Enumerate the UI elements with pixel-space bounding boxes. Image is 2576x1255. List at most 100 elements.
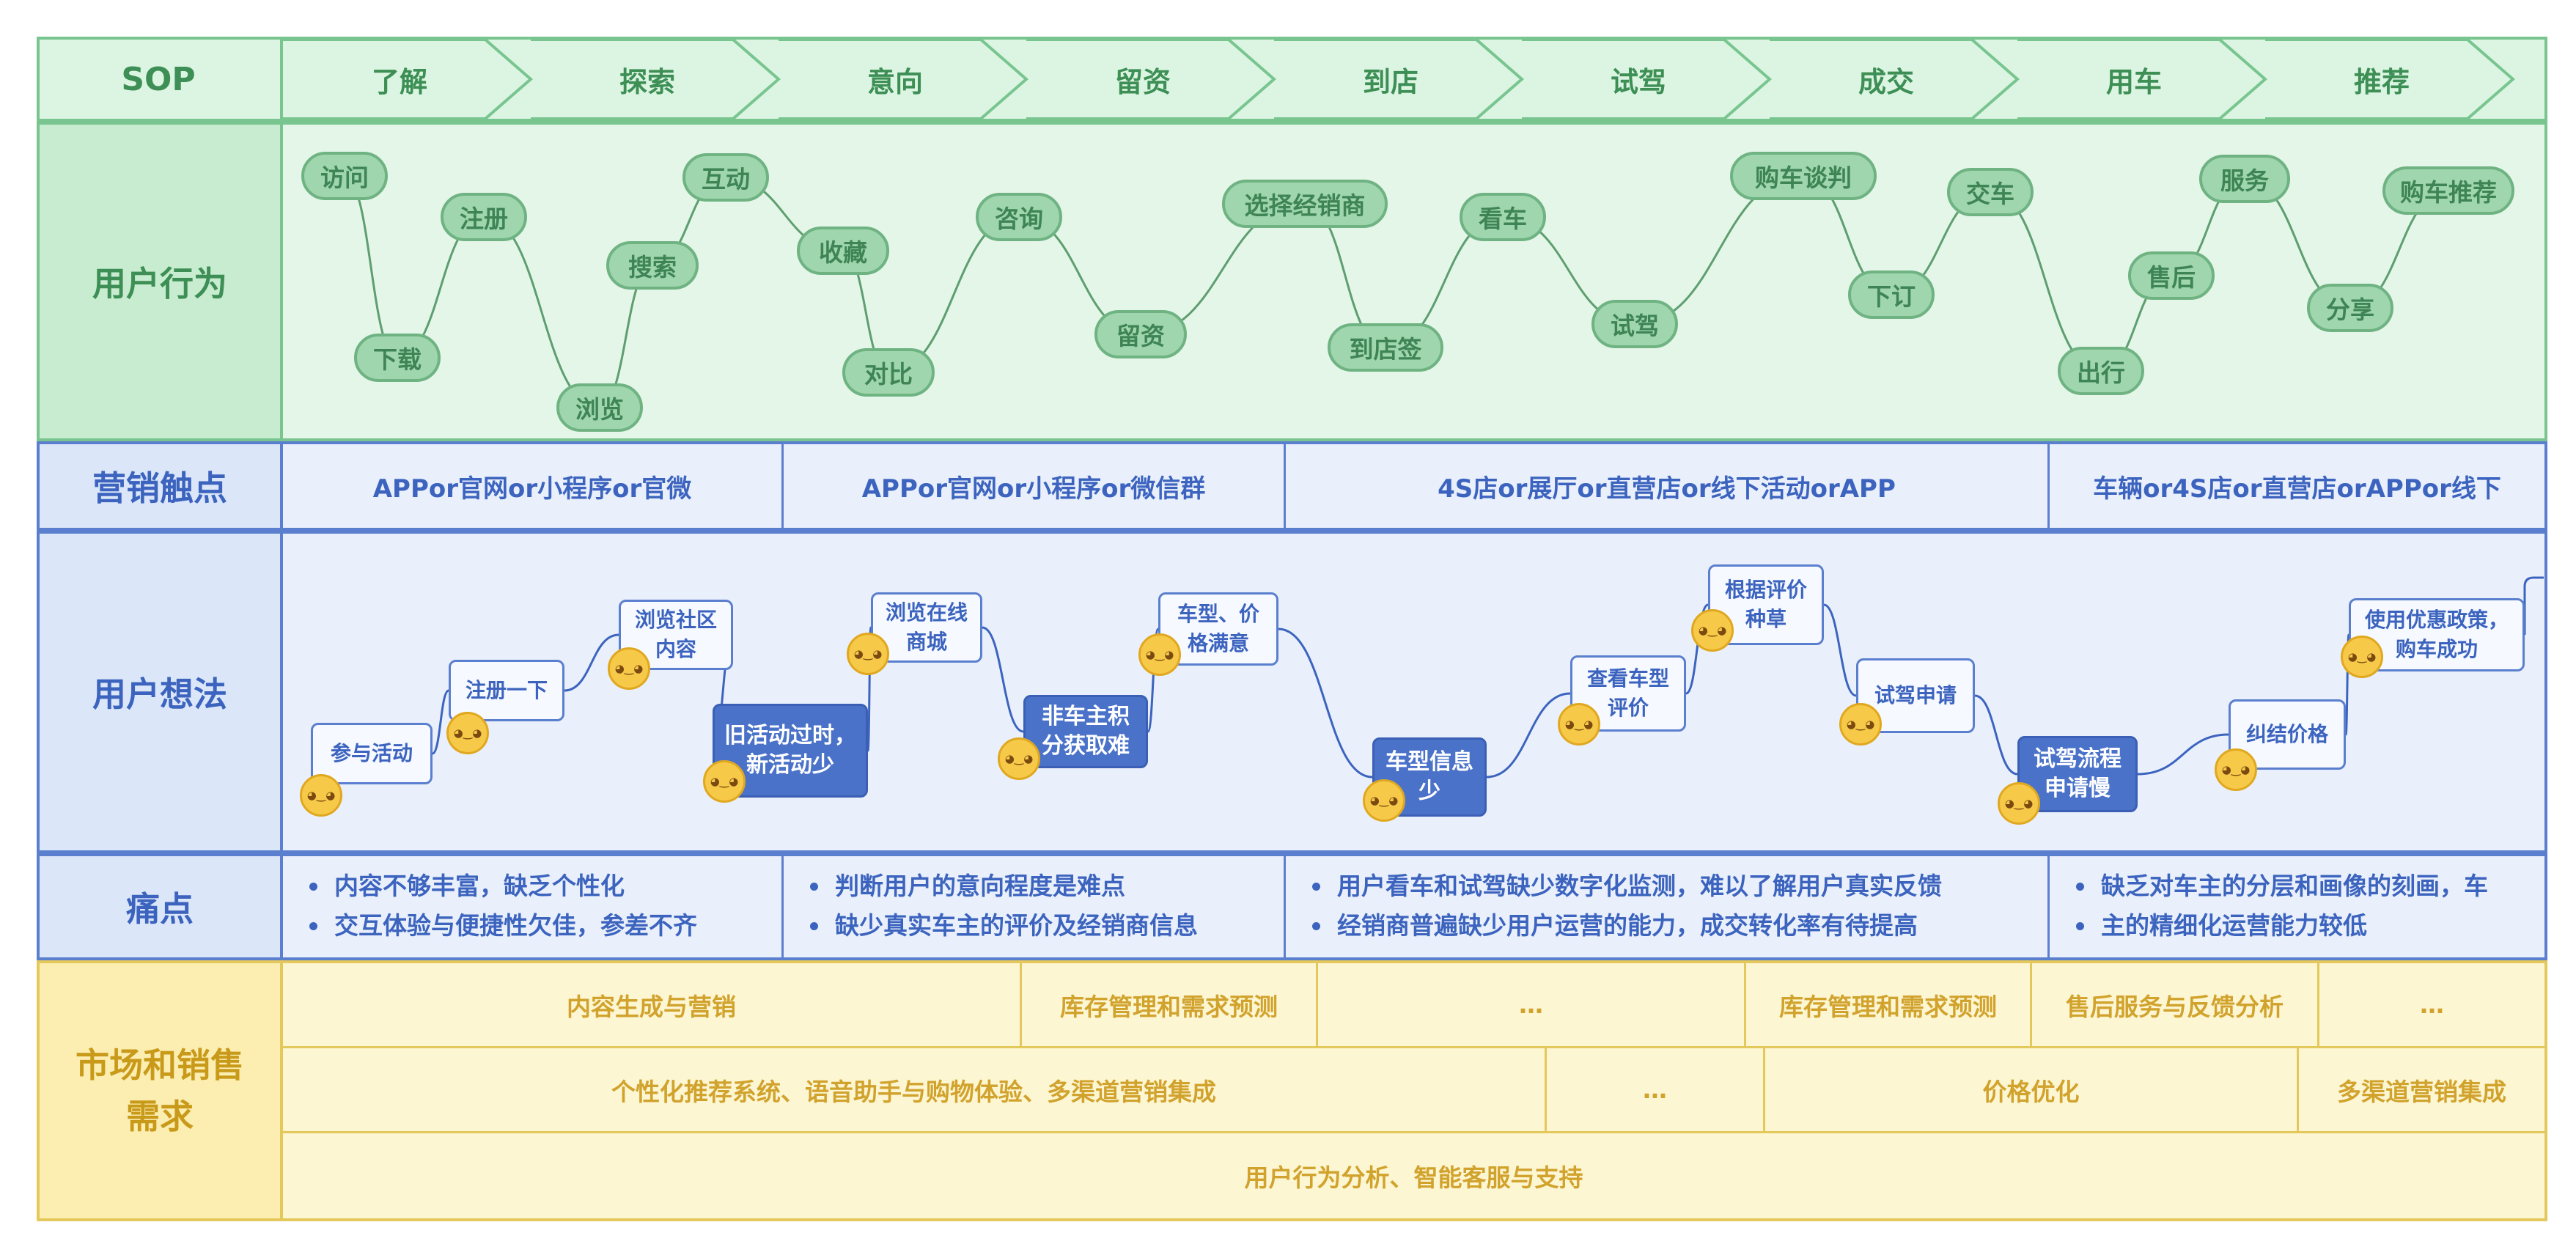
emoji-face-icon: ◕‿◕ — [998, 737, 1040, 780]
market-row — [37, 960, 2547, 1221]
stage-5-label: 到店 — [1362, 65, 1418, 98]
emoji-face-icon: ◕‿◕ — [1363, 779, 1405, 822]
thought-box: 车型、价 格满意 — [1158, 592, 1278, 666]
market-cell: 个性化推荐系统、语音助手与购物体验、多渠道营销集成 — [283, 1048, 1547, 1133]
emoji-face-icon: ◕‿◕ — [608, 647, 650, 690]
thought-link — [2137, 733, 2229, 776]
behavior-node: 售后 — [2128, 251, 2215, 300]
touchpoint-cell: APPor官网or小程序or官微 — [283, 444, 784, 528]
behavior-node: 留资 — [1094, 310, 1187, 358]
thought-link — [2344, 633, 2350, 736]
behavior-node: 互动 — [682, 153, 769, 202]
pain-cell: 判断用户的意向程度是难点缺少真实车主的评价及经销商信息 — [784, 856, 1286, 957]
behavior-node: 出行 — [2058, 347, 2144, 395]
pain-item: 经销商普遍缺少用户运营的能力，成交转化率有待提高 — [1308, 906, 2047, 946]
stage-chevron — [2265, 38, 2516, 120]
emoji-face-icon: ◕‿◕ — [1839, 703, 1882, 746]
touchpoint-cell: APPor官网or小程序or微信群 — [784, 444, 1286, 528]
thoughts-row-label: 用户想法 — [37, 531, 283, 853]
pain-cell: 用户看车和试驾缺少数字化监测，难以了解用户真实反馈经销商普遍缺少用户运营的能力，… — [1286, 856, 2050, 957]
market-cell: 多渠道营销集成 — [2299, 1048, 2544, 1133]
touchpoint-row-label: 营销触点 — [37, 441, 283, 531]
pain-cell: 内容不够丰富，缺乏个性化交互体验与便捷性欠佳，参差不齐 — [283, 856, 784, 957]
market-cell: 内容生成与营销 — [283, 963, 1022, 1048]
market-cell: 库存管理和需求预测 — [1746, 963, 2032, 1048]
market-cell: … — [2319, 963, 2544, 1048]
behavior-node: 下订 — [1848, 270, 1935, 319]
pain-item: 缺乏对车主的分层和画像的刻画，车 — [2072, 866, 2544, 906]
pain-item: 内容不够丰富，缺乏个性化 — [305, 866, 781, 906]
thought-link — [1278, 628, 1373, 779]
market-cell: 价格优化 — [1765, 1048, 2299, 1133]
stage-chevron — [1026, 38, 1277, 120]
behavior-node: 咨询 — [976, 193, 1062, 241]
thought-box: 非车主积 分获取难 — [1023, 695, 1148, 768]
thought-link — [432, 689, 449, 755]
emoji-face-icon: ◕‿◕ — [703, 760, 746, 803]
stage-chevron — [1770, 38, 2020, 120]
behavior-node: 试驾 — [1591, 300, 1678, 348]
stage-8-label: 用车 — [2105, 65, 2162, 98]
stage-7-label: 成交 — [1858, 65, 1914, 98]
thought-link — [1823, 603, 1857, 697]
pain-row-label: 痛点 — [37, 853, 283, 960]
behavior-node: 搜索 — [606, 241, 699, 290]
market-row-label: 市场和销售 需求 — [37, 960, 283, 1221]
behavior-node: 对比 — [842, 348, 935, 397]
sop-label: SOP — [37, 37, 283, 122]
touchpoint-cell: 4S店or展厅or直营店or线下活动orAPP — [1286, 444, 2050, 528]
thought-box: 注册一下 — [449, 660, 564, 721]
emoji-face-icon: ◕‿◕ — [446, 712, 489, 754]
behavior-node: 到店签 — [1328, 323, 1443, 372]
stage-chevron — [779, 38, 1029, 120]
thought-box: 参与活动 — [311, 723, 433, 784]
stage-chevron — [1522, 38, 1773, 120]
emoji-face-icon: ◕‿◕ — [2215, 748, 2257, 791]
stage-9-label: 推荐 — [2353, 65, 2410, 98]
touchpoint-cell: 车辆or4S店or直营店orAPPor线下 — [2093, 474, 2501, 504]
stage-chevron — [2017, 38, 2268, 120]
pain-item: 交互体验与便捷性欠佳，参差不齐 — [305, 906, 781, 946]
market-cell: … — [1547, 1048, 1765, 1133]
emoji-face-icon: ◕‿◕ — [1558, 703, 1600, 746]
thought-box: 浏览社区 内容 — [619, 600, 733, 670]
behavior-node: 购车推荐 — [2382, 166, 2514, 215]
behavior-row-label: 用户行为 — [37, 122, 283, 441]
thought-box: 旧活动过时， 新活动少 — [713, 704, 868, 798]
pain-item: 缺少真实车主的评价及经销商信息 — [806, 906, 1284, 946]
behavior-node: 访问 — [301, 152, 388, 200]
behavior-node: 交车 — [1947, 168, 2034, 216]
emoji-face-icon: ◕‿◕ — [2341, 636, 2383, 678]
behavior-node: 浏览 — [556, 383, 643, 432]
emoji-face-icon: ◕‿◕ — [1998, 782, 2040, 825]
thought-link — [1486, 692, 1571, 779]
stage-chevron — [531, 38, 781, 120]
pain-item-continuation: 主的精细化运营能力较低 — [2101, 911, 2367, 940]
market-cell: 库存管理和需求预测 — [1022, 963, 1318, 1048]
market-cell: … — [1318, 963, 1746, 1048]
behavior-node: 购车谈判 — [1730, 152, 1877, 200]
stage-1-label: 了解 — [371, 65, 427, 98]
stage-6-label: 试驾 — [1610, 65, 1666, 98]
behavior-node: 注册 — [441, 193, 527, 241]
emoji-face-icon: ◕‿◕ — [1691, 609, 1734, 652]
thought-link — [982, 626, 1024, 733]
pain-item: 判断用户的意向程度是难点 — [806, 866, 1284, 906]
pain-cell: 缺乏对车主的分层和画像的刻画，车主的精细化运营能力较低 — [2050, 856, 2544, 957]
stage-4-label: 留资 — [1114, 65, 1171, 98]
emoji-face-icon: ◕‿◕ — [847, 633, 889, 675]
touchpoint-row — [37, 441, 2547, 531]
thought-link — [1147, 628, 1160, 733]
behavior-node: 收藏 — [797, 227, 889, 275]
stage-chevron — [283, 38, 534, 120]
pain-item: 主的精细化运营能力较低 — [2072, 906, 2544, 946]
behavior-node: 下载 — [354, 334, 441, 382]
thought-link — [1974, 694, 2018, 776]
emoji-face-icon: ◕‿◕ — [1138, 633, 1181, 676]
behavior-node: 选择经销商 — [1222, 180, 1388, 228]
behavior-node: 看车 — [1460, 193, 1546, 241]
thought-link — [2523, 576, 2544, 635]
behavior-node: 服务 — [2199, 155, 2290, 203]
